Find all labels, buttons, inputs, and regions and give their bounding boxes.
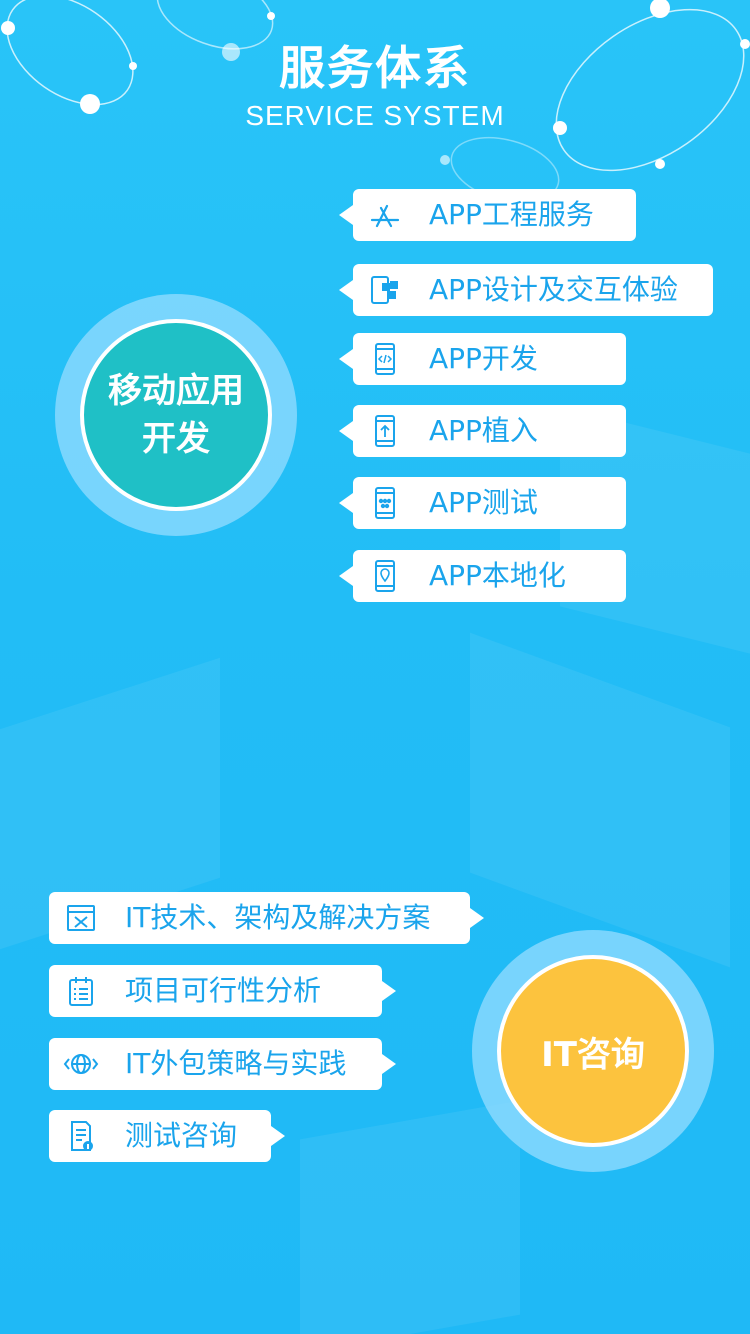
service-item-label: 测试咨询 bbox=[125, 1119, 238, 1152]
service-item-label: IT技术、架构及解决方案 bbox=[125, 901, 431, 934]
service-item-label: APP工程服务 bbox=[429, 198, 594, 231]
phone-location-icon bbox=[367, 558, 403, 594]
service-item-app-dev[interactable]: APP开发 bbox=[339, 333, 626, 385]
app-store-icon bbox=[367, 197, 403, 233]
background-facet bbox=[470, 632, 730, 968]
service-item-label: APP植入 bbox=[429, 414, 538, 447]
service-item-test-consulting[interactable]: 测试咨询 bbox=[49, 1110, 285, 1162]
design-interaction-icon bbox=[367, 272, 403, 308]
page-title: 服务体系 bbox=[279, 41, 471, 95]
globe-code-icon bbox=[63, 1046, 99, 1082]
service-item-app-test[interactable]: APP测试 bbox=[339, 477, 626, 529]
mobile-dev-title-line2: 开发 bbox=[142, 419, 210, 459]
window-tools-icon bbox=[63, 900, 99, 936]
service-item-it-architecture[interactable]: IT技术、架构及解决方案 bbox=[49, 892, 484, 944]
service-item-feasibility[interactable]: 项目可行性分析 bbox=[49, 965, 396, 1017]
document-info-icon bbox=[63, 1118, 99, 1154]
service-item-app-localization[interactable]: APP本地化 bbox=[339, 550, 626, 602]
service-item-label: IT外包策略与实践 bbox=[125, 1047, 347, 1080]
service-item-label: APP测试 bbox=[429, 486, 538, 519]
phone-code-icon bbox=[367, 341, 403, 377]
service-item-app-engineering[interactable]: APP工程服务 bbox=[339, 189, 636, 241]
service-item-label: APP开发 bbox=[429, 342, 538, 375]
service-item-app-design[interactable]: APP设计及交互体验 bbox=[339, 264, 713, 316]
mobile-dev-circle[interactable]: 移动应用 开发 bbox=[80, 319, 272, 511]
service-item-label: 项目可行性分析 bbox=[125, 974, 322, 1007]
it-consulting-title: IT咨询 bbox=[541, 1034, 645, 1075]
phone-test-icon bbox=[367, 485, 403, 521]
it-consulting-circle[interactable]: IT咨询 bbox=[497, 955, 689, 1147]
service-item-label: APP本地化 bbox=[429, 559, 566, 592]
service-item-outsourcing[interactable]: IT外包策略与实践 bbox=[49, 1038, 396, 1090]
phone-upload-icon bbox=[367, 413, 403, 449]
page-subtitle: SERVICE SYSTEM bbox=[245, 100, 505, 131]
service-item-label: APP设计及交互体验 bbox=[429, 273, 678, 306]
mobile-dev-title-line1: 移动应用 bbox=[108, 371, 244, 411]
service-item-app-embed[interactable]: APP植入 bbox=[339, 405, 626, 457]
checklist-icon bbox=[63, 973, 99, 1009]
background-facet bbox=[300, 1100, 520, 1334]
